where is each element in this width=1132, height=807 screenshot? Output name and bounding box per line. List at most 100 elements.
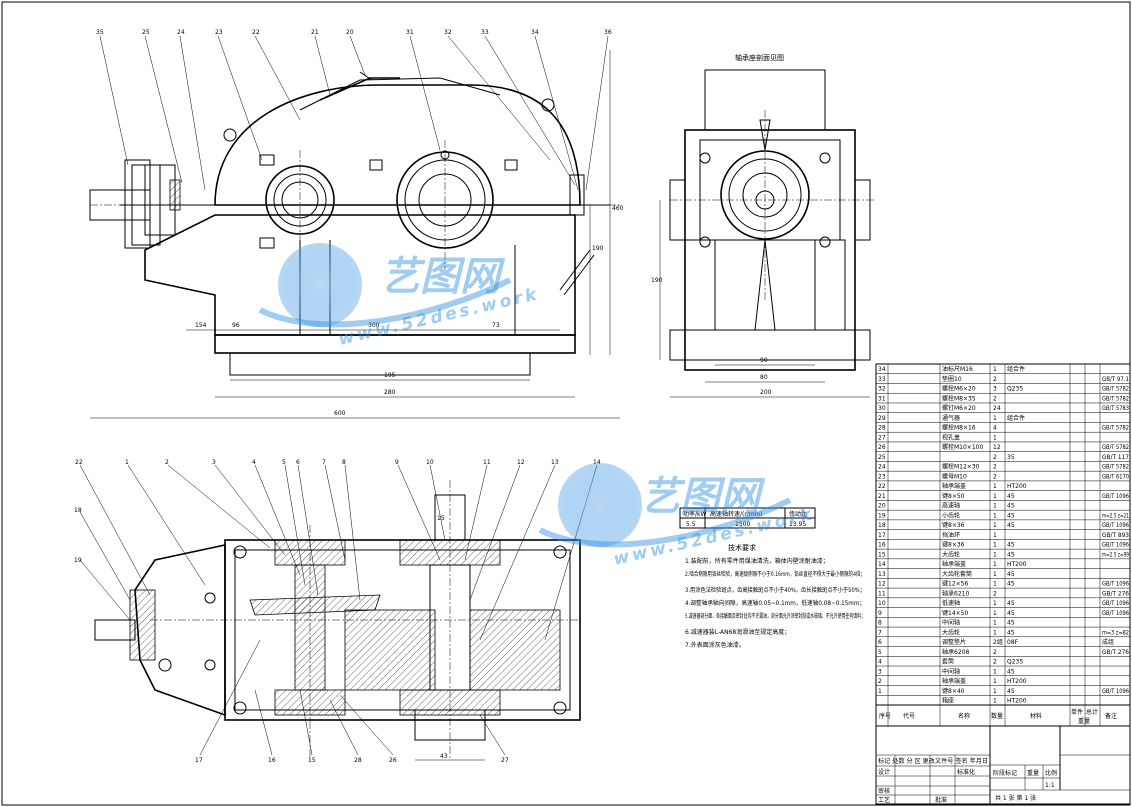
bom-head-note: 备注: [1105, 712, 1117, 720]
bom-cell-mat: 45: [1007, 600, 1015, 607]
bom-cell-qty: 1: [993, 503, 997, 510]
bom-cell-qty: 2: [993, 395, 997, 402]
title-block: 标记 处数 分 区 更改文件号 签名 年月日 设计 审核 工艺 标准化 批准 阶…: [875, 725, 1131, 805]
bom-cell-name: 键12×56: [942, 580, 968, 588]
bom-cell-no: 30: [878, 405, 886, 412]
dim-190: 190: [592, 245, 604, 252]
bom-cell-note: GB/T 1096: [1102, 493, 1129, 500]
bom-cell-no: 9: [878, 610, 882, 617]
front-dims: 154 96 300 73 195 280 600 460 190: [195, 205, 624, 417]
bom-head-unit: 单件: [1071, 708, 1083, 716]
bom-cell-qty: 1: [993, 581, 997, 588]
bom-cell-note: GB/T 5782: [1102, 395, 1129, 402]
bom-cell-qty: 2: [993, 464, 997, 471]
bom-cell-qty: 1: [993, 629, 997, 636]
bom-cell-qty: 2: [993, 376, 997, 383]
bom-cell-name: 螺栓M8×35: [942, 394, 976, 402]
bom-cell-mat: 45: [1007, 551, 1015, 558]
bom-cell-no: 29: [878, 415, 886, 422]
bom-cell-name: 套筒: [942, 658, 954, 666]
bom-cell-qty: 1: [993, 542, 997, 549]
bom-cell-mat: 45: [1007, 620, 1015, 627]
bom-cell-name: 键8×36: [942, 521, 965, 529]
title-scale: 比例: [1045, 769, 1057, 777]
bom-cell-mat: Q235: [1007, 659, 1023, 666]
label-plan-9: 9: [395, 459, 399, 466]
dim-side-200: 200: [760, 389, 772, 396]
bom-cell-mat: 45: [1007, 581, 1015, 588]
title-sheets: 共 1 张 第 1 张: [995, 794, 1036, 802]
bom-cell-qty: 1: [993, 366, 997, 373]
bom-cell-note: GB/T 1096: [1102, 610, 1129, 617]
bom-cell-note: GB/T 276: [1102, 649, 1129, 656]
tech-req-6: 6.减速器装L-AN68润滑油至规定高度；: [685, 628, 790, 636]
label-plan-16: 16: [268, 757, 276, 764]
bom-cell-qty: 4: [993, 425, 997, 432]
bom-cell-qty: 2: [993, 590, 997, 597]
bom-cell-name: 视孔盖: [942, 433, 960, 441]
watermark-1: 艺图网 www.52des.work: [258, 243, 541, 350]
bom-cell-note: m=2.5 z=99: [1102, 551, 1129, 558]
bom-cell-no: 10: [878, 600, 886, 607]
bom-cell-qty: 2: [993, 659, 997, 666]
bom-cell-note: GB/T 5783: [1102, 405, 1129, 412]
dim-plan-43: 43: [440, 753, 448, 760]
spec-header-power: 功率/kW: [683, 510, 706, 518]
bom-cell-note: GB/T 5782: [1102, 425, 1129, 432]
dim-side-90: 90: [760, 357, 768, 364]
dim-600: 600: [334, 410, 346, 417]
bom-cell-no: 18: [878, 522, 886, 529]
bom-cell-name: 键8×40: [942, 687, 965, 695]
bom-cell-qty: 1: [993, 434, 997, 441]
bom-cell-name: 螺钉M6×20: [942, 404, 976, 412]
bom-cell-mat: 组合件: [1007, 414, 1025, 422]
bom-cell-qty: 1: [993, 688, 997, 695]
label-plan-22: 22: [75, 459, 83, 466]
bom-cell-note: m=2.5 z=21: [1102, 512, 1129, 519]
bom-cell-mat: 35: [1007, 454, 1015, 461]
dim-side-190: 190: [651, 277, 663, 284]
bom-cell-name: 螺栓M8×16: [942, 424, 976, 432]
label-part-31: 31: [406, 29, 414, 36]
dim-154: 154: [195, 322, 207, 329]
label-plan-28: 28: [354, 757, 362, 764]
tech-req-1: 1.装配前，所有零件用煤油清洗，箱体内壁涂耐油漆；: [685, 557, 829, 565]
bom-cell-name: 螺栓M10×100: [942, 443, 983, 451]
bom-cell-no: 12: [878, 581, 886, 588]
label-part-32: 32: [444, 29, 452, 36]
spec-value-ratio: 13.95: [789, 521, 806, 528]
bom-cell-name: 键8×50: [942, 492, 965, 500]
bom-cell-name: 大齿轮: [942, 550, 960, 558]
bom-cell-no: 20: [878, 503, 886, 510]
bom-cell-no: 25: [878, 454, 886, 461]
bom-cell-no: 1: [878, 688, 882, 695]
bom-cell-note: GB/T 5782: [1102, 444, 1129, 451]
spec-value-power: 5.5: [686, 521, 696, 528]
bom-cell-mat: 45: [1007, 512, 1015, 519]
label-part-22: 22: [252, 29, 260, 36]
bom-cell-name: 键8×36: [942, 541, 965, 549]
title-stage: 阶段标记: [993, 769, 1017, 777]
plan-leaders: 22 1 2 3 4 5 6 7 8 9 10 11 12 13 14 18 1…: [74, 459, 601, 764]
tech-req-2: 2.啮合侧隙用铅丝检验，高速级侧隙不小于0.16mm，铅丝直径不得大于最小侧隙的…: [685, 570, 865, 578]
bom-cell-name: 键14×50: [942, 609, 968, 617]
bom-cell-qty: 2: [993, 649, 997, 656]
tech-title: 技术要求: [728, 543, 756, 552]
label-part-23: 23: [215, 29, 223, 36]
title-process: 工艺: [878, 796, 890, 804]
front-leaders: 35 25 24 23 22 21 20 31 32 33 34 36: [96, 29, 612, 191]
bom-cell-no: 8: [878, 620, 882, 627]
bom-cell-name: 挡油环: [942, 531, 960, 539]
bom-cell-no: 11: [878, 590, 886, 597]
label-plan-12: 12: [517, 459, 525, 466]
bom-cell-no: 3: [878, 668, 882, 675]
bom-cell-no: 21: [878, 493, 886, 500]
title-approve: 批准: [935, 796, 947, 804]
title-weight: 重量: [1027, 769, 1039, 777]
bom-cell-name: 螺栓M12×30: [942, 463, 980, 471]
bom-cell-mat: 45: [1007, 610, 1015, 617]
label-part-20: 20: [346, 29, 354, 36]
dim-300: 300: [368, 322, 380, 329]
spec-header-ratio: 传动比: [789, 510, 807, 518]
bom-cell-no: 34: [878, 366, 886, 373]
